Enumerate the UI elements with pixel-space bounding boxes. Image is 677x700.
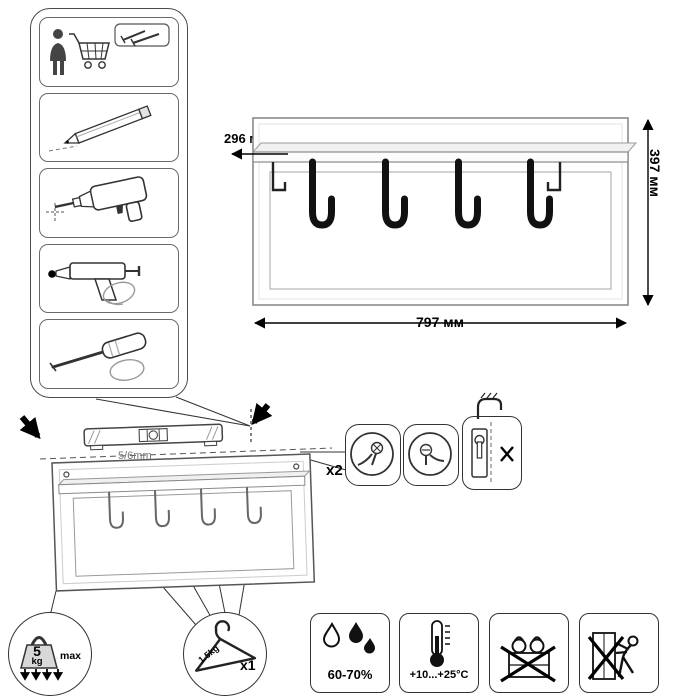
hanger-load-badge: 1.5kg x1 bbox=[183, 612, 267, 696]
hanger-icon bbox=[195, 620, 257, 672]
humidity-label: 60-70% bbox=[327, 667, 373, 682]
press-arrow-right-icon bbox=[251, 402, 273, 426]
drill-icon bbox=[46, 176, 148, 222]
no-pushing-icon bbox=[587, 632, 639, 681]
mounting-guide-line bbox=[39, 447, 333, 460]
required-tools-panel bbox=[30, 8, 188, 398]
max-weight-value: 5 bbox=[33, 643, 41, 659]
fastener-count-label: x2 bbox=[326, 462, 343, 479]
humidity-drops-icon bbox=[322, 621, 375, 654]
tool-step-buy bbox=[39, 17, 179, 87]
keyhole-mount-box bbox=[462, 416, 522, 490]
max-weight-unit: kg bbox=[31, 656, 43, 667]
tool-step-drill bbox=[39, 168, 179, 238]
leader-lines bbox=[49, 396, 347, 626]
coat-hooks bbox=[309, 158, 553, 229]
screw-detail-icon bbox=[350, 432, 394, 476]
fastener-detail-2 bbox=[403, 424, 459, 486]
weight-icon bbox=[19, 636, 64, 681]
spirit-level bbox=[83, 423, 224, 451]
no-heavy-objects-icon bbox=[500, 636, 556, 683]
press-arrow-left-icon bbox=[19, 415, 41, 440]
fastener-detail-1 bbox=[345, 424, 401, 486]
wall-panel-sketch bbox=[51, 453, 316, 592]
pencil-icon bbox=[48, 105, 152, 152]
max-label: max bbox=[60, 650, 82, 662]
glue-gun-icon bbox=[48, 261, 141, 305]
max-load-badge: 5 kg max bbox=[8, 612, 92, 696]
person-cart-icon bbox=[50, 23, 170, 75]
hanger-count-label: x1 bbox=[240, 657, 256, 673]
tool-step-screwdriver bbox=[39, 319, 179, 389]
anchor-detail-icon bbox=[408, 432, 452, 476]
thermometer-icon bbox=[430, 620, 450, 667]
humidity-infobox: 60-70% bbox=[310, 613, 390, 693]
no-heavy-objects-infobox bbox=[489, 613, 569, 693]
coat-rack-drawing bbox=[230, 117, 654, 329]
wall-hook-icon bbox=[476, 392, 503, 419]
temperature-label: +10...+25°C bbox=[409, 669, 469, 681]
keyhole-plate-icon bbox=[471, 422, 514, 482]
drill-size-note: 5/6mm bbox=[118, 450, 152, 462]
screwdriver-icon bbox=[49, 332, 147, 382]
temperature-infobox: +10...+25°C bbox=[399, 613, 479, 693]
tool-step-glue bbox=[39, 243, 179, 314]
no-pushing-infobox bbox=[579, 613, 659, 693]
tool-step-mark bbox=[39, 92, 179, 163]
